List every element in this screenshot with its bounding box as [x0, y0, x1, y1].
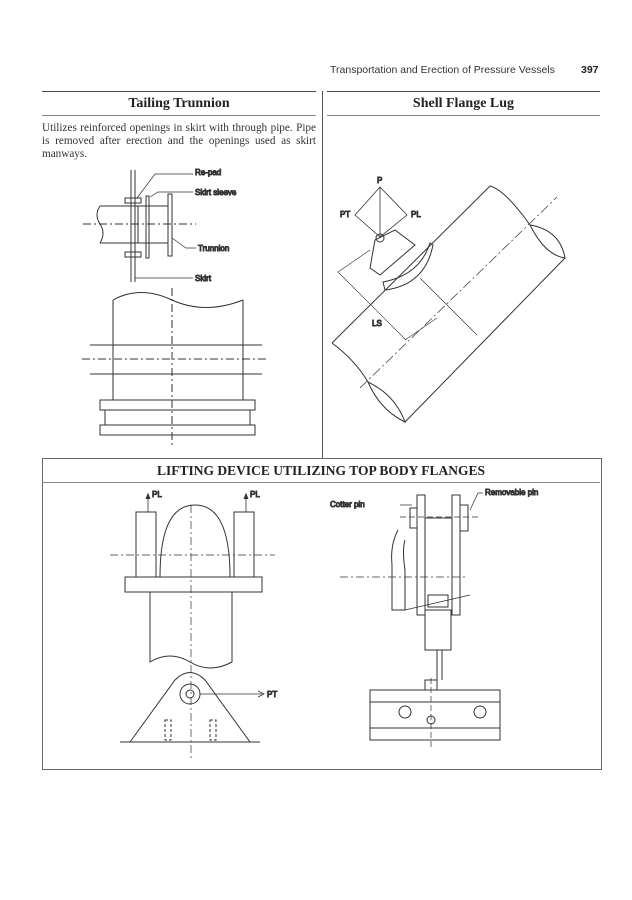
label-removable-pin: Removable pin [485, 488, 538, 497]
label-ls: LS [372, 319, 382, 328]
label-p: P [377, 176, 382, 185]
lifting-flange-drawing [110, 492, 275, 760]
tailing-trunnion-title: Tailing Trunnion [128, 96, 230, 111]
label-cotter-pin: Cotter pin [330, 500, 365, 509]
title-rule-left [42, 115, 316, 116]
running-header: Transportation and Erection of Pressure … [330, 64, 555, 76]
lifting-title-rule [42, 482, 600, 483]
label-pl: PL [411, 210, 421, 219]
lifting-lug-drawing [340, 492, 501, 748]
label-skirt: Skirt [195, 274, 212, 283]
label-repad: Re-pad [195, 168, 221, 177]
lifting-device-title: LIFTING DEVICE UTILIZING TOP BODY FLANGE… [157, 463, 485, 478]
shell-flange-lug-drawing [331, 185, 566, 423]
trunnion-detail-drawing [83, 170, 196, 282]
tailing-trunnion-description: Utilizes reinforced openings in skirt wi… [42, 122, 316, 160]
top-rule-left [42, 91, 316, 92]
label-skirt-sleeve: Skirt sleeve [195, 188, 237, 197]
label-pt-lifting: PT [267, 690, 277, 699]
shell-flange-lug-title: Shell Flange Lug [412, 96, 515, 111]
top-rule-right [327, 91, 600, 92]
column-divider [322, 91, 323, 458]
label-trunnion: Trunnion [198, 244, 229, 253]
title-rule-right [327, 115, 600, 116]
label-pl-right: PL [250, 490, 260, 499]
label-pt: PT [340, 210, 350, 219]
page-number: 397 [581, 64, 599, 76]
label-pl-left: PL [152, 490, 162, 499]
lifting-device-panel [42, 458, 602, 770]
trunnion-vessel-drawing [82, 288, 268, 448]
